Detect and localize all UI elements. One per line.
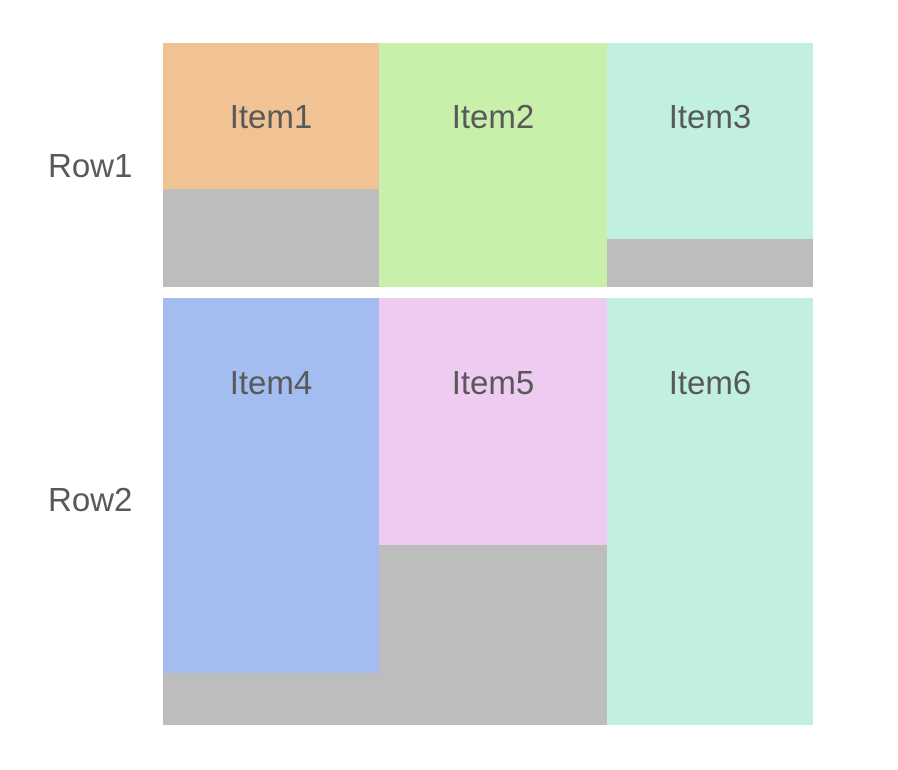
item-4: Item4 — [163, 298, 379, 673]
row2-container: Item4 Item5 Item6 — [163, 298, 813, 725]
item-4-label: Item4 — [229, 364, 313, 401]
item-2: Item2 — [379, 43, 607, 287]
item-3-label: Item3 — [668, 98, 752, 135]
item-1-label: Item1 — [229, 98, 313, 135]
item-5: Item5 — [379, 298, 607, 545]
item-6-label: Item6 — [668, 364, 752, 401]
row1-label: Row1 — [48, 147, 133, 184]
row2-label: Row2 — [48, 481, 133, 518]
item-5-label: Item5 — [451, 364, 535, 401]
row1-container: Item1 Item2 Item3 — [163, 43, 813, 287]
item-1: Item1 — [163, 43, 379, 189]
item-3: Item3 — [607, 43, 813, 239]
item-2-label: Item2 — [451, 98, 535, 135]
item-6: Item6 — [607, 298, 813, 725]
